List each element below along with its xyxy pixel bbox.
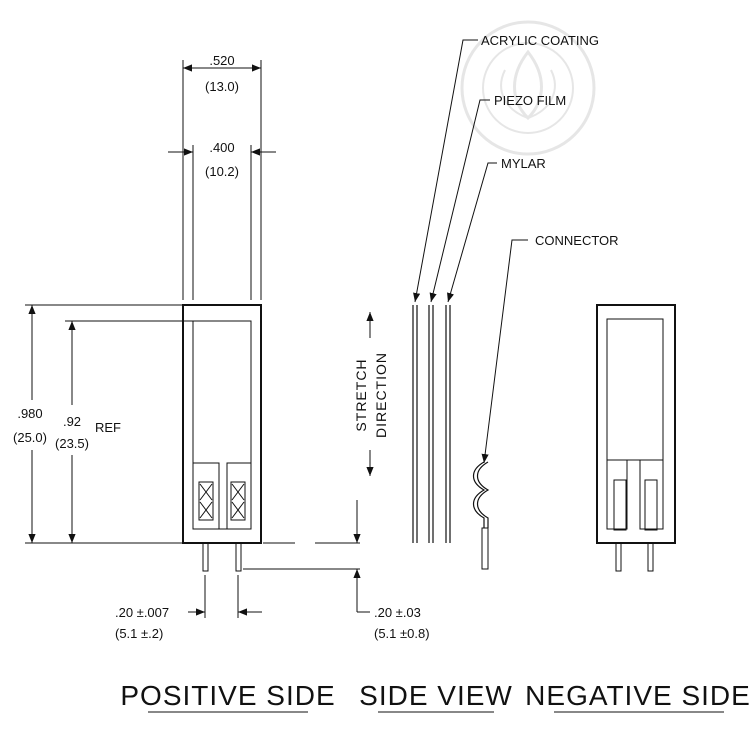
negative-side-title: NEGATIVE SIDE [525, 680, 750, 711]
electrode-outline-negative [606, 318, 664, 461]
crimp-negative-left [613, 479, 627, 531]
connector-pin [481, 527, 489, 570]
side-view-title: SIDE VIEW [359, 680, 513, 711]
height-inner-label: .92 [63, 414, 81, 429]
sensor-body-negative [596, 304, 676, 544]
width-outer-mm-label: (13.0) [205, 79, 239, 94]
width-inner-mm-label: (10.2) [205, 164, 239, 179]
pin-left [202, 542, 209, 572]
watermark-seal [460, 20, 596, 156]
width-outer-label: .520 [209, 53, 234, 68]
negative-side-view [596, 304, 676, 572]
positive-side-title: POSITIVE SIDE [120, 680, 335, 711]
pin-length-label: .20 ±.03 [374, 605, 421, 620]
sensor-body [182, 304, 262, 544]
pin-right [235, 542, 242, 572]
pin-spacing-label: .20 ±.007 [115, 605, 169, 620]
crimp-right [226, 462, 252, 530]
ref-label: REF [95, 420, 121, 435]
pin-negative-right [647, 542, 654, 572]
connector-label: CONNECTOR [535, 233, 619, 248]
pin-spacing-mm-label: (5.1 ±.2) [115, 626, 163, 641]
width-inner-label: .400 [209, 140, 234, 155]
positive-side-view: .520 (13.0) .400 (10.2) .980 (25.0) .92 … [13, 53, 360, 641]
direction-label: DIRECTION [373, 352, 389, 438]
side-view: ACRYLIC COATING PIEZO FILM MYLAR CONNECT… [353, 33, 619, 641]
piezo-film-label: PIEZO FILM [494, 93, 566, 108]
mylar-label: MYLAR [501, 156, 546, 171]
pin-length-mm-label: (5.1 ±0.8) [374, 626, 430, 641]
pin-negative-left [615, 542, 622, 572]
electrode-outline [192, 320, 252, 530]
crimp-left [192, 462, 220, 530]
height-outer-label: .980 [17, 406, 42, 421]
crimp-negative-right [644, 479, 658, 531]
height-inner-mm-label: (23.5) [55, 436, 89, 451]
height-outer-mm-label: (25.0) [13, 430, 47, 445]
stretch-label: STRETCH [353, 358, 369, 431]
acrylic-coating-label: ACRYLIC COATING [481, 33, 599, 48]
connector-crimp [472, 461, 486, 528]
